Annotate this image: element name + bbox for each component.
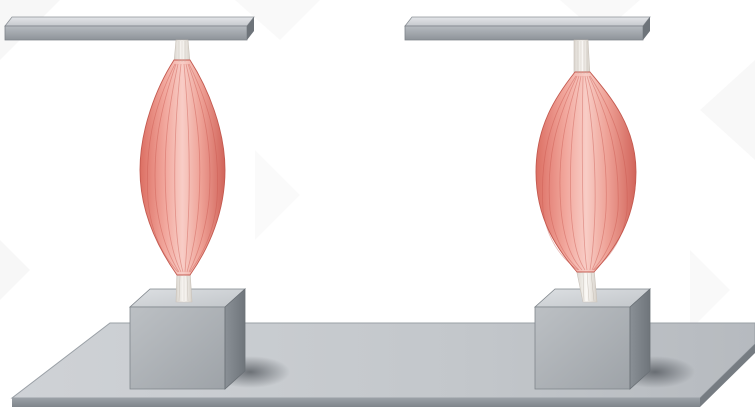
background-watermark: [0, 0, 755, 330]
right-top-bar: [405, 17, 650, 40]
right-muscle: [536, 40, 636, 302]
left-block: [130, 289, 245, 389]
left-top-bar: [5, 17, 254, 40]
left-muscle: [140, 40, 225, 302]
right-block: [535, 289, 650, 389]
